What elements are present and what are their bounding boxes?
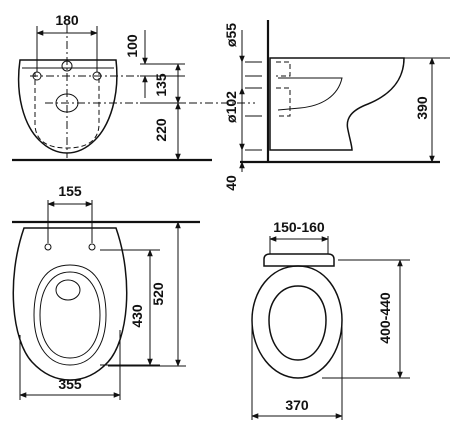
dim-top-width: 355 (58, 376, 82, 392)
dim-side-height: 390 (414, 96, 430, 120)
dim-front-bolt-spacing: 180 (55, 12, 79, 28)
side-bowl-outline (269, 57, 405, 151)
dim-seat-length: 400-440 (377, 292, 393, 344)
seat-view: 150-160 400-440 370 (251, 219, 410, 420)
seat-inner-opening (268, 285, 327, 361)
dim-front-outlet-to-floor: 220 (153, 118, 169, 142)
dim-seat-hinge-spacing: 150-160 (273, 219, 325, 235)
dim-top-bowl-length: 520 (150, 282, 166, 306)
side-hidden-ports (276, 61, 291, 117)
top-bowl-outline (12, 227, 128, 381)
dim-side-bolt-diameter: ø55 (223, 23, 239, 47)
top-outlet-ellipse (55, 279, 81, 301)
dim-side-outlet-diameter: ø102 (223, 91, 239, 123)
dim-front-rim-to-bolts: 100 (124, 34, 140, 58)
front-view: 180 100 135 220 (12, 12, 255, 162)
top-bowl-inner-rim (39, 271, 101, 359)
seat-outer-outline (251, 265, 343, 379)
side-inner-outline (277, 77, 343, 111)
top-bowl-opening (33, 264, 107, 366)
side-view: ø55 ø102 40 390 (223, 20, 450, 191)
top-bolt-right (88, 243, 96, 251)
dim-top-inner-length: 430 (129, 304, 145, 328)
seat-hinge-block (263, 253, 335, 267)
dim-top-bolt-spacing: 155 (58, 183, 82, 199)
dim-side-floor-offset: 40 (223, 175, 239, 191)
top-view: 155 430 520 355 (12, 183, 200, 400)
dim-front-bolts-to-outlet: 135 (153, 73, 169, 97)
dim-seat-width: 370 (285, 397, 309, 413)
top-bolt-left (44, 243, 52, 251)
